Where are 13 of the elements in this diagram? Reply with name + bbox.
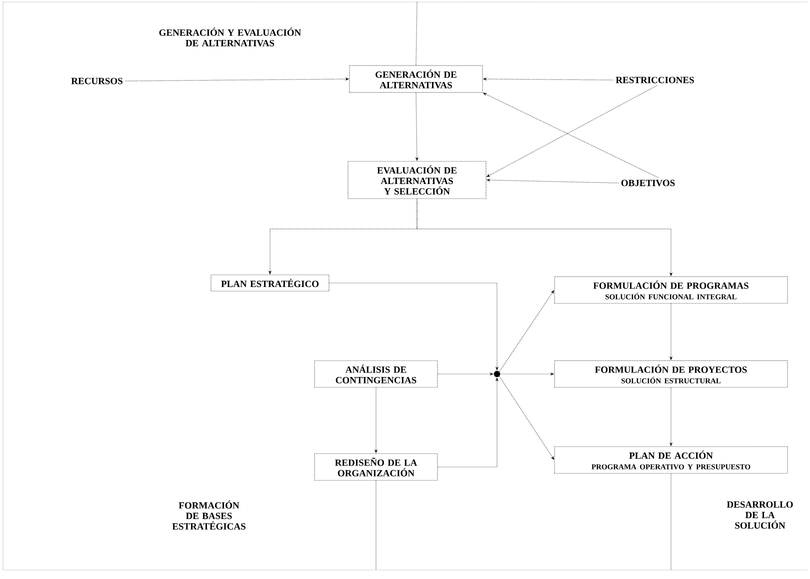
process-box: REDISEÑO DE LA ORGANIZACIÓN <box>314 453 438 481</box>
arrow <box>499 376 554 460</box>
node-label: RECURSOS <box>71 78 122 84</box>
arrow <box>499 290 554 372</box>
section-heading: GENERACIÓN Y EVALUACIÓN DE ALTERNATIVAS <box>159 28 302 46</box>
node-label: OBJETIVOS <box>621 180 675 186</box>
node-label: RESTRICCIONES <box>616 76 694 84</box>
process-box: ANÁLISIS DE CONTINGENCIAS <box>314 360 438 388</box>
section-heading: FORMACIÓN DE BASES ESTRATÉGICAS <box>172 500 246 530</box>
process-box: PLAN ESTRATÉGICO <box>210 274 330 292</box>
process-box: GENERACIÓN DE ALTERNATIVAS <box>349 65 483 93</box>
section-heading: DESARROLLO DE LA SOLUCIÓN <box>726 501 793 529</box>
process-box: EVALUACIÓN DE ALTERNATIVAS Y SELECCIÓN <box>348 161 486 199</box>
